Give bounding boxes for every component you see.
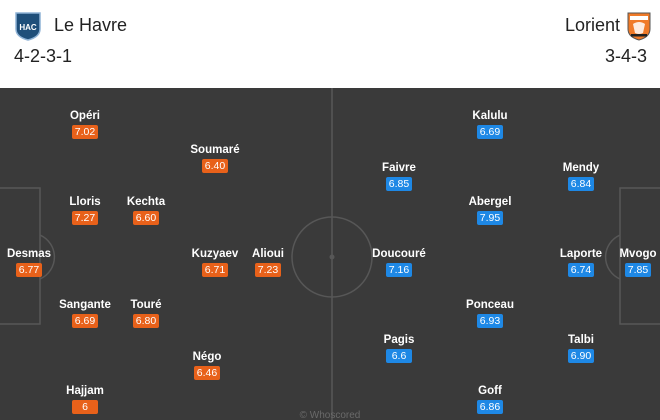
player-name: Desmas [6, 248, 52, 260]
player-name: Pagis [383, 334, 415, 346]
player-rating: 6.40 [201, 159, 229, 173]
player-rating: 6 [72, 400, 98, 414]
player-name: Alioui [252, 248, 284, 260]
match-lineup-header: HAC Le Havre 4-2-3-1 Lorient 3-4-3 [0, 0, 660, 88]
player-name: Touré [130, 299, 162, 311]
player-rating: 6.6 [386, 349, 412, 363]
player-name: Lloris [69, 196, 101, 208]
player-name: Opéri [69, 110, 101, 122]
player-rating: 7.85 [624, 263, 652, 277]
player-rating: 6.69 [476, 125, 504, 139]
player-name: Goff [478, 385, 502, 397]
watermark: © Whoscored [299, 410, 361, 420]
away-player[interactable]: Talbi 6.90 [541, 333, 621, 363]
player-name: Kuzyaev [191, 248, 239, 260]
player-rating: 6.60 [132, 211, 160, 225]
away-player[interactable]: Pagis 6.6 [359, 333, 439, 363]
player-name: Kechta [126, 196, 166, 208]
player-name: Doucouré [372, 248, 426, 260]
away-player[interactable]: Faivre 6.85 [359, 161, 439, 191]
player-rating: 7.95 [476, 211, 504, 225]
home-player[interactable]: Desmas 6.77 [0, 247, 69, 277]
player-name: Sangante [59, 299, 111, 311]
away-player[interactable]: Laporte 6.74 [541, 247, 621, 277]
home-player[interactable]: Alioui 7.23 [228, 247, 308, 277]
player-name: Kalulu [472, 110, 508, 122]
player-rating: 6.84 [567, 177, 595, 191]
player-rating: 6.85 [385, 177, 413, 191]
player-name: Hajjam [66, 385, 104, 397]
away-player[interactable]: Mendy 6.84 [541, 161, 621, 191]
player-rating: 6.77 [15, 263, 43, 277]
player-name: Laporte [559, 248, 603, 260]
home-player[interactable]: Négo 6.46 [167, 350, 247, 380]
away-player[interactable]: Mvogo 7.85 [598, 247, 660, 277]
player-rating: 6.86 [476, 400, 504, 414]
player-rating: 6.80 [132, 314, 160, 328]
home-player[interactable]: Lloris 7.27 [45, 195, 125, 225]
away-player[interactable]: Doucouré 7.16 [359, 247, 439, 277]
le-havre-crest-icon[interactable]: HAC [14, 11, 42, 41]
player-name: Soumaré [190, 144, 240, 156]
player-rating: 7.16 [385, 263, 413, 277]
player-name: Faivre [382, 162, 416, 174]
player-rating: 7.02 [71, 125, 99, 139]
home-player[interactable]: Opéri 7.02 [45, 109, 125, 139]
lorient-crest-icon[interactable] [626, 11, 652, 41]
player-rating: 6.74 [567, 263, 595, 277]
player-rating: 6.90 [567, 349, 595, 363]
home-logo-text: HAC [19, 23, 37, 32]
away-player[interactable]: Kalulu 6.69 [450, 109, 530, 139]
player-rating: 7.23 [254, 263, 282, 277]
pitch: Desmas 6.77 Opéri 7.02 Lloris 7.27 Sanga… [0, 88, 660, 420]
player-name: Mendy [562, 162, 600, 174]
home-player[interactable]: Kuzyaev 6.71 [175, 247, 255, 277]
player-name: Ponceau [466, 299, 514, 311]
home-team-name[interactable]: Le Havre [54, 15, 128, 35]
player-name: Mvogo [619, 248, 657, 260]
player-rating: 6.46 [193, 366, 221, 380]
away-player[interactable]: Abergel 7.95 [450, 195, 530, 225]
player-rating: 6.71 [201, 263, 229, 277]
away-formation: 3-4-3 [604, 46, 647, 66]
player-name: Négo [192, 351, 222, 363]
home-player[interactable]: Sangante 6.69 [45, 298, 125, 328]
player-rating: 6.93 [476, 314, 504, 328]
player-rating: 7.27 [71, 211, 99, 225]
pitch-markings [0, 88, 660, 420]
home-player[interactable]: Touré 6.80 [106, 298, 186, 328]
home-formation: 4-2-3-1 [14, 46, 73, 66]
away-team-name[interactable]: Lorient [564, 15, 620, 35]
home-player[interactable]: Kechta 6.60 [106, 195, 186, 225]
player-name: Talbi [568, 334, 594, 346]
home-player[interactable]: Hajjam 6 [45, 384, 125, 414]
away-player[interactable]: Ponceau 6.93 [450, 298, 530, 328]
away-player[interactable]: Goff 6.86 [450, 384, 530, 414]
player-rating: 6.69 [71, 314, 99, 328]
player-name: Abergel [468, 196, 512, 208]
home-player[interactable]: Soumaré 6.40 [175, 143, 255, 173]
